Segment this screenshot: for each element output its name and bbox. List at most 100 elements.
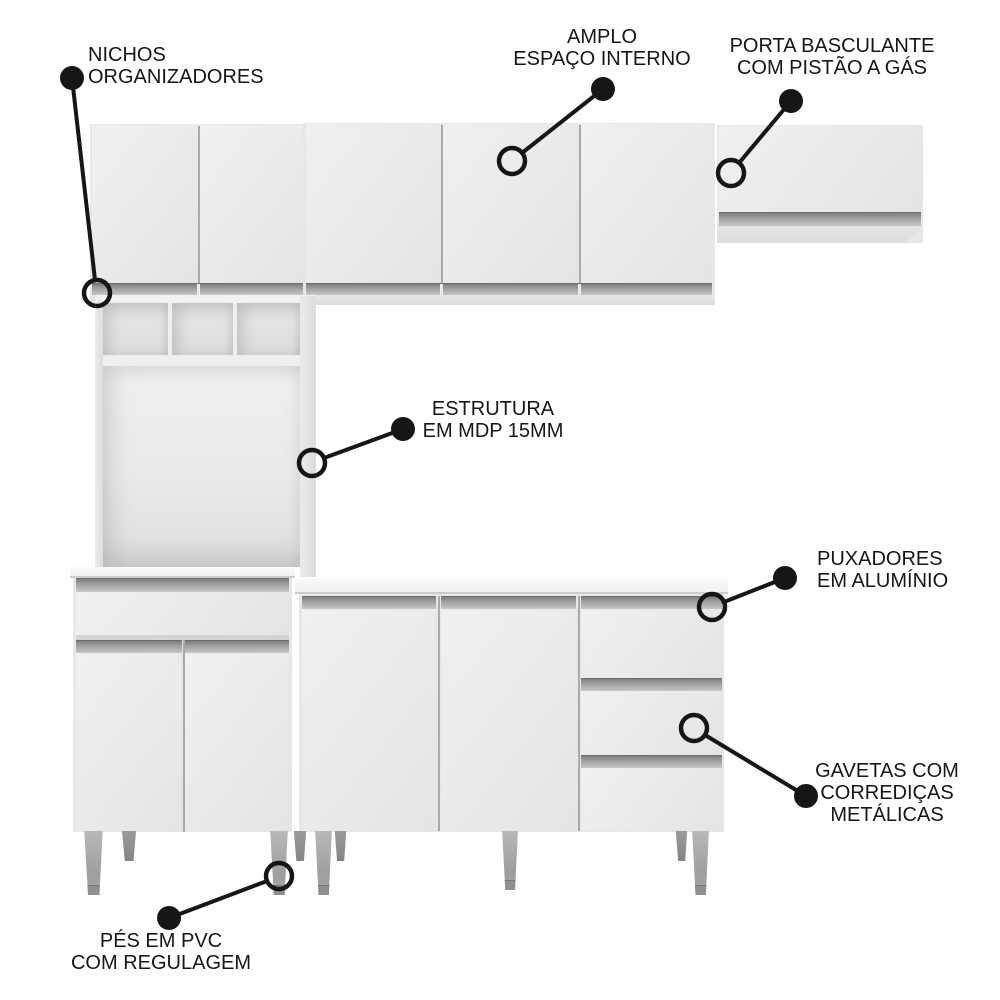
label-line: PORTA BASCULANTE (729, 35, 935, 57)
callout-label-amplo: AMPLO ESPAÇO INTERNO (482, 26, 722, 70)
counter-door-1 (302, 609, 436, 831)
leg-foot (694, 885, 707, 895)
label-line: COM REGULAGEM (70, 952, 252, 974)
tower-open-space (103, 366, 300, 567)
basculante-bottom-band (717, 226, 923, 243)
callout-line-amplo (520, 87, 605, 155)
pvc-leg-back (121, 831, 137, 861)
door-divider (438, 596, 440, 831)
callout-target-ring (296, 447, 328, 479)
pvc-leg-back (293, 831, 307, 861)
counter-door-2 (441, 609, 576, 831)
tower-right-panel-mdp-structure (300, 296, 316, 577)
callout-target-ring (263, 860, 295, 892)
callout-line-nichos (70, 76, 97, 282)
callout-line-gavetas (703, 733, 808, 798)
pvc-leg-front (315, 831, 332, 895)
aluminum-handle-strip (581, 755, 722, 768)
door-divider (441, 125, 443, 283)
label-line: PUXADORES (817, 548, 943, 570)
aluminum-handle-strip (719, 212, 921, 226)
tower-base-door-1 (76, 653, 182, 832)
callout-dot (779, 89, 803, 113)
tower-base-top (70, 567, 295, 578)
pvc-leg-back (675, 831, 688, 861)
callout-label-basculante: PORTA BASCULANTE COM PISTÃO A GÁS (682, 35, 982, 79)
label-line: AMPLO (566, 26, 638, 48)
callout-target-ring (678, 712, 710, 744)
drawer-door-gap (76, 635, 289, 640)
label-line: CORREDIÇAS (820, 782, 954, 804)
leg-foot (317, 885, 330, 895)
label-line: NICHOS (88, 44, 166, 66)
aluminum-handle-strip (306, 283, 712, 295)
organizer-niche-2 (172, 303, 233, 355)
wall-cabinet-center-door-1 (306, 124, 441, 283)
aluminum-handle-strip (76, 578, 289, 592)
label-line: PÉS EM PVC (99, 930, 223, 952)
pvc-leg-front (502, 831, 518, 890)
tower-shelf-top (95, 295, 316, 303)
callout-dot (773, 566, 797, 590)
counter-top (295, 578, 728, 594)
label-line: ESTRUTURA (431, 398, 555, 420)
door-divider (578, 596, 580, 831)
leg-foot (503, 880, 517, 890)
pvc-leg-front (692, 831, 709, 895)
callout-target-ring (715, 157, 747, 189)
callout-target-ring (496, 145, 528, 177)
callout-label-puxadores: PUXADORES EM ALUMÍNIO (817, 548, 948, 592)
label-line: METÁLICAS (830, 804, 944, 826)
tower-base-drawer-front (76, 592, 289, 635)
aluminum-handle-strip (302, 596, 436, 609)
callout-dot (157, 906, 181, 930)
pvc-leg-back (334, 831, 347, 861)
aluminum-handle-strip (76, 640, 182, 653)
pvc-leg-front (84, 831, 103, 895)
label-line: EM MDP 15MM (422, 420, 564, 442)
aluminum-handle-strip (185, 640, 289, 653)
label-line: ORGANIZADORES (88, 66, 264, 88)
callout-dot (794, 784, 818, 808)
callout-dot (60, 66, 84, 90)
wall-cabinet-center-bottom-band (303, 295, 715, 305)
callout-line-pes (167, 879, 269, 920)
aluminum-handle-strip (441, 596, 576, 609)
counter-drawer-2 (581, 691, 722, 755)
handle-strip-gap (440, 284, 443, 295)
leg-foot (86, 885, 101, 895)
label-line: GAVETAS COM (815, 760, 959, 782)
wall-cabinet-center-door-3 (581, 124, 712, 283)
label-line: EM ALUMÍNIO (817, 570, 949, 592)
tower-left-panel (95, 302, 103, 568)
callout-target-ring (696, 591, 728, 623)
handle-strip-gap (578, 284, 581, 295)
counter-drawer-3 (581, 768, 722, 831)
organizer-niche-3 (237, 303, 300, 355)
wall-cabinet-left-door-1 (92, 125, 198, 283)
callout-label-nichos: NICHOS ORGANIZADORES (88, 44, 264, 88)
callout-label-estrutura: ESTRUTURA EM MDP 15MM (373, 398, 613, 442)
wall-cabinet-center-door-2 (443, 124, 579, 283)
callout-line-basculante (737, 99, 793, 165)
wall-cabinet-left-door-2 (200, 125, 303, 283)
callout-target-ring (81, 277, 113, 309)
basculante-flip-door (719, 126, 921, 212)
door-divider (198, 126, 200, 283)
aluminum-handle-strip (581, 678, 722, 691)
callout-dot (591, 77, 615, 101)
door-divider (579, 125, 581, 283)
label-line: COM PISTÃO A GÁS (736, 57, 928, 79)
counter-drawer-1 (581, 609, 722, 678)
aluminum-handle-strip (581, 596, 722, 609)
callout-label-gavetas: GAVETAS COM CORREDIÇAS METÁLICAS (767, 760, 1000, 826)
handle-strip-gap (197, 284, 200, 295)
door-divider (183, 640, 185, 832)
label-line: ESPAÇO INTERNO (513, 48, 691, 70)
callout-label-pes: PÉS EM PVC COM REGULAGEM (41, 930, 281, 974)
tower-base-door-2 (185, 653, 289, 832)
callout-line-estrutura (322, 427, 405, 460)
organizer-niche-1 (103, 303, 168, 355)
